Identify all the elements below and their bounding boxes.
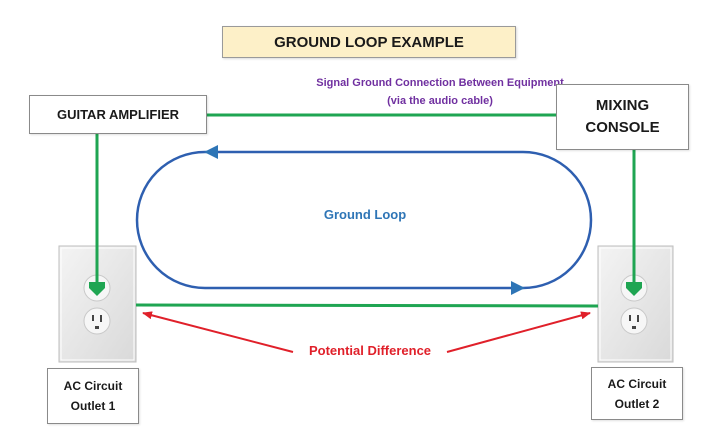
amp-ground-arrowhead [89,282,105,296]
potential-arrow-right [446,311,591,353]
guitar-amplifier-box: GUITAR AMPLIFIER [29,95,207,134]
console-label-line1: MIXING [595,97,650,114]
signal-caption-line1: Signal Ground Connection Between Equipme… [316,77,564,89]
outlet-1-lower-receptacle [83,307,111,335]
outlet-2-lower-receptacle [620,307,648,335]
console-label-line2: CONSOLE [585,119,660,136]
loop-arrowhead-right [511,281,525,295]
outlet-1-label-line1: AC Circuit [63,379,123,393]
mixing-console-box: MIXING CONSOLE [556,84,689,150]
ground-loop-label: Ground Loop [323,207,407,222]
signal-caption-line2: (via the audio cable) [387,95,493,107]
potential-difference-label: Potential Difference [308,343,432,358]
potential-arrow-left [142,311,294,353]
outlet-ground-wire [135,303,599,308]
signal-ground-caption: Signal Ground Connection Between Equipme… [300,74,580,110]
outlet-2-label-line2: Outlet 2 [614,396,660,411]
console-ground-arrowhead [626,282,642,296]
outlet-1-label-box: AC Circuit Outlet 1 [47,368,139,424]
outlet-1-label-line2: Outlet 1 [70,399,116,413]
outlet-2-label-box: AC Circuit Outlet 2 [591,367,683,420]
diagram-title: GROUND LOOP EXAMPLE [222,26,516,58]
loop-arrowhead-left [204,145,218,159]
outlet-2-label-line1: AC Circuit [607,376,667,391]
